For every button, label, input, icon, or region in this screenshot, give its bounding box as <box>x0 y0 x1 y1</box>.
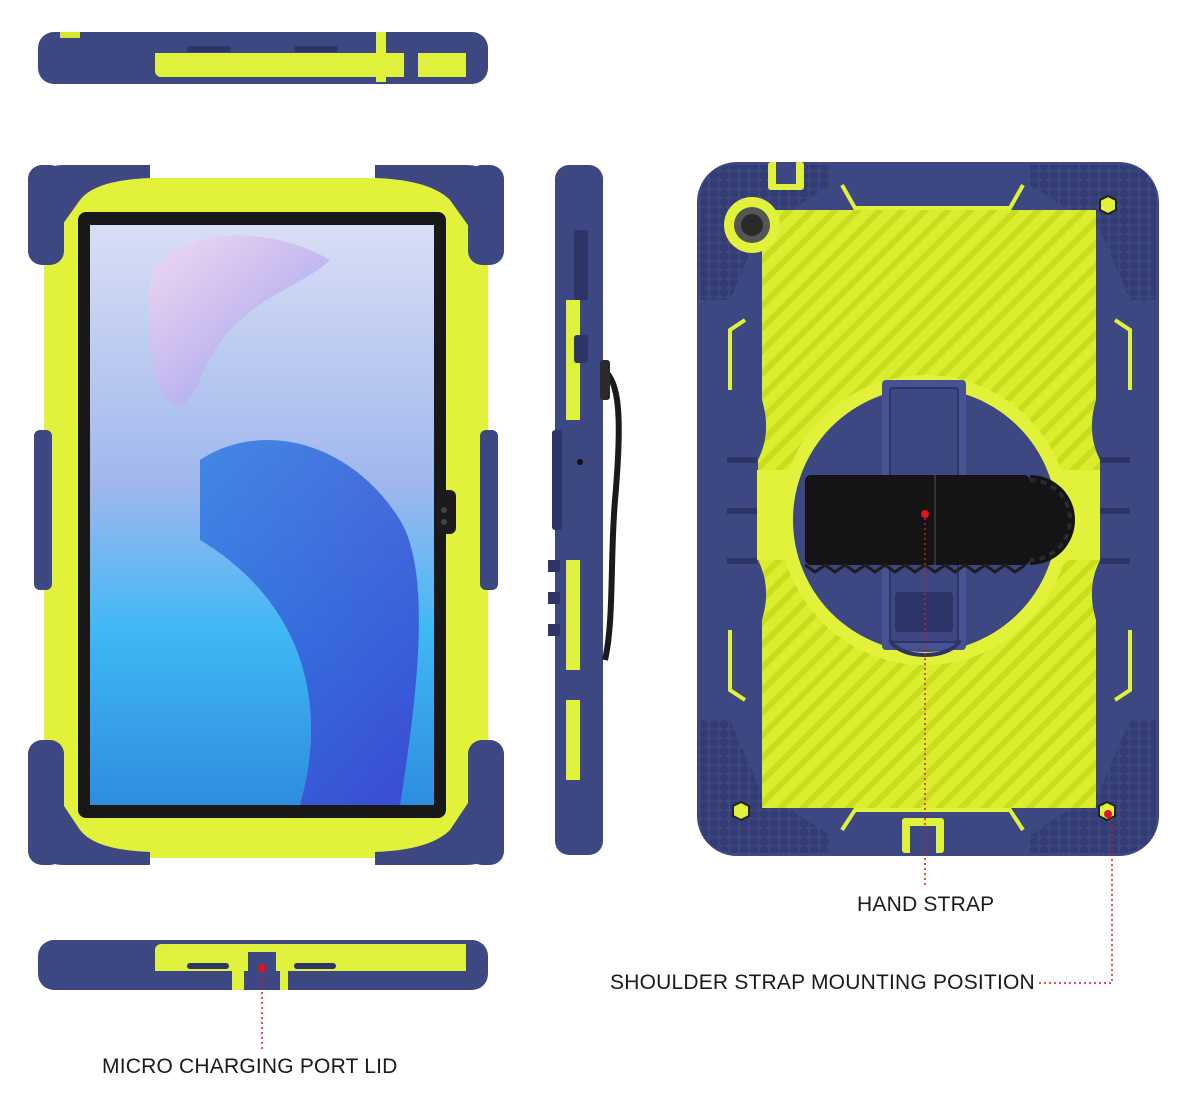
charging-port-lid <box>248 952 276 972</box>
front-view-tablet <box>28 165 504 865</box>
shoulder-strap-label: SHOULDER STRAP MOUNTING POSITION <box>610 971 1035 994</box>
charging-port-label: MICRO CHARGING PORT LID <box>102 1055 398 1078</box>
hand-strap-label: HAND STRAP <box>857 893 995 916</box>
back-view <box>697 162 1159 856</box>
mount-screw-bottom-left <box>732 800 750 822</box>
speaker-grille-left <box>187 46 231 52</box>
mount-screw-top <box>1099 194 1117 216</box>
speaker-grille-right <box>294 46 338 52</box>
top-edge-view <box>38 32 488 84</box>
side-view <box>548 165 622 855</box>
callout-leaders <box>258 510 1113 1050</box>
hand-strap <box>804 475 1075 574</box>
